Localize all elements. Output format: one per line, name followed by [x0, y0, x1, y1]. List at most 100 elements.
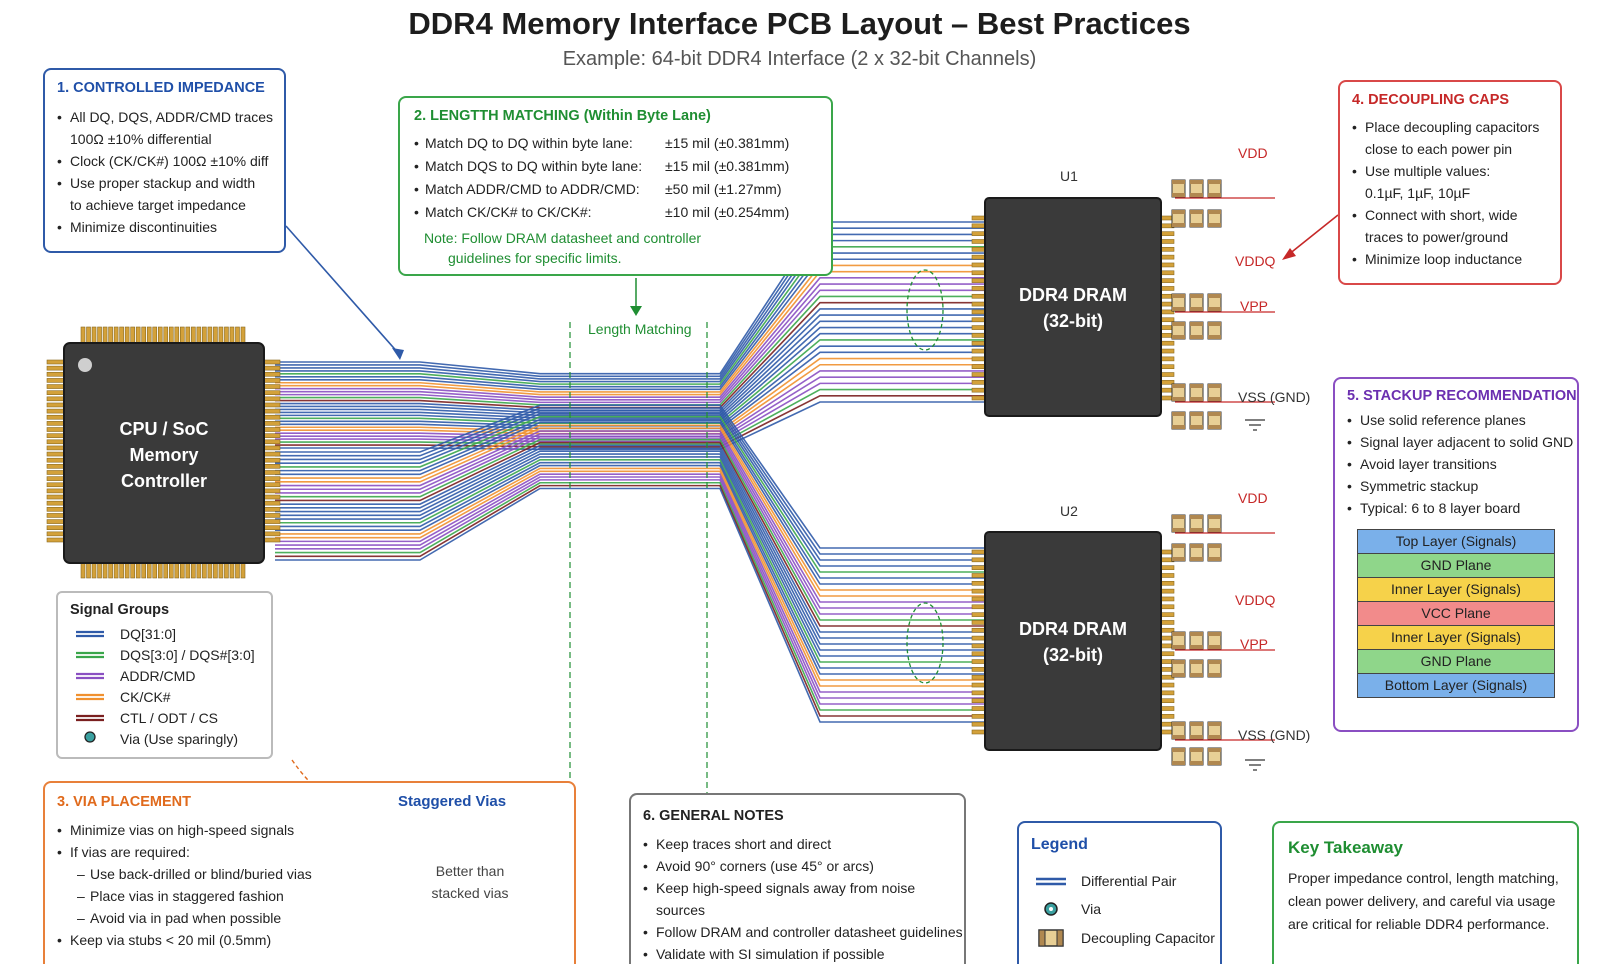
chip-pin: [46, 427, 66, 432]
dram1-label-line1: DDR4 DRAM: [1019, 285, 1127, 305]
cap-terminal: [1190, 180, 1203, 184]
dram2-label: DDR4 DRAM (32-bit): [985, 616, 1161, 668]
cap-terminal: [1208, 210, 1221, 214]
cap-terminal: [1190, 397, 1203, 401]
chip-pin: [971, 380, 987, 385]
trace-dq: [275, 314, 988, 414]
chip-pin: [46, 365, 66, 371]
via-placement-item: If vias are required:: [57, 841, 312, 863]
chip-pin: [146, 326, 152, 344]
cap-terminal: [1172, 412, 1185, 416]
cap-terminal: [1172, 544, 1185, 548]
trace-ck: [275, 427, 988, 597]
trace-addr: [275, 476, 988, 699]
length-matching-box: 2. LENGTTH MATCHING (Within Byte Lane) M…: [398, 96, 833, 276]
cap-terminal: [1172, 632, 1185, 636]
trace-dq: [275, 444, 988, 633]
chip-pin: [1159, 270, 1175, 276]
signal-group-label: Via (Use sparingly): [120, 730, 239, 747]
chip-pin: [971, 317, 987, 323]
trace-swatch-icon: [74, 626, 106, 642]
vddq-label-2: VDDQ: [1235, 592, 1276, 608]
chip-pin: [163, 326, 169, 344]
chip-pin: [971, 215, 987, 221]
chip-pin: [46, 488, 66, 494]
stackup-layer: VCC Plane: [1357, 602, 1555, 626]
cap-terminal: [1172, 528, 1185, 532]
general-notes-item: Validate with SI simulation if possible: [643, 943, 964, 965]
staggered-vias-title: Staggered Vias: [398, 793, 507, 810]
chip-pin: [971, 706, 987, 711]
stackup-layer: Inner Layer (Signals): [1357, 626, 1555, 650]
chip-pin: [97, 561, 102, 579]
stackup-layer: GND Plane: [1357, 650, 1555, 674]
cap-terminal: [1190, 412, 1203, 416]
chip-pin: [971, 620, 987, 625]
trace-dqs: [275, 438, 988, 621]
via-placement-item: Minimize vias on high-speed signals: [57, 819, 312, 841]
cap-terminal: [1208, 307, 1221, 311]
chip-pin: [168, 561, 174, 579]
chip-pin: [1159, 254, 1175, 260]
chip-pin: [971, 286, 987, 291]
chip-pin: [196, 326, 202, 344]
chip-pin: [46, 457, 66, 463]
cap-terminal: [1190, 294, 1203, 298]
trace-dq: [275, 320, 988, 417]
chip-pin: [46, 451, 66, 457]
trace-dqs: [275, 481, 988, 711]
stackup-item: Symmetric stackup: [1347, 475, 1573, 497]
chip-pin: [224, 561, 229, 579]
legend-label-diff-pair: Differential Pair: [1081, 873, 1177, 889]
chip-pin: [46, 494, 66, 500]
chip-pin: [46, 378, 66, 383]
chip-pin: [46, 507, 66, 512]
legend-label-capacitor: Decoupling Capacitor: [1081, 930, 1215, 946]
chip-pin: [971, 651, 987, 657]
chip-pin: [971, 364, 987, 369]
signal-groups-title: Signal Groups: [70, 602, 170, 618]
key-line2: clean power delivery, and careful via us…: [1288, 893, 1556, 909]
cap-terminal: [1208, 515, 1221, 519]
chip-pin: [1159, 340, 1175, 346]
chip-pin: [971, 231, 987, 236]
cap-terminal: [1190, 223, 1203, 227]
cpu-label-line2: Memory: [129, 445, 199, 465]
diff-pair-ellipse: [906, 602, 944, 684]
legend-item-via: Via: [1035, 901, 1101, 917]
length-matching-title: 2. LENGTTH MATCHING (Within Byte Lane): [414, 108, 711, 124]
decoupling-caps-box: 4. DECOUPLING CAPS Place decoupling capa…: [1338, 80, 1562, 285]
chip-pin: [46, 537, 66, 543]
chip-pin: [185, 326, 191, 344]
chip-pin: [213, 326, 218, 344]
cap-terminal: [1190, 748, 1203, 752]
decoupling-item: Minimize loop inductance: [1352, 248, 1539, 270]
length-matching-row-value: ±50 mil (±1.27mm): [665, 181, 782, 197]
dram1-ref: U1: [1060, 168, 1078, 184]
vdd-label-1: VDD: [1238, 145, 1268, 161]
length-matching-row: Match ADDR/CMD to ADDR/CMD:±50 mil (±1.2…: [414, 178, 789, 201]
cap-terminal: [1208, 632, 1221, 636]
better-line1: Better than: [435, 863, 505, 879]
cap-terminal: [1172, 210, 1185, 214]
decap-arrow-head: [1282, 248, 1296, 260]
trace-dq: [275, 332, 988, 422]
chip-pin: [102, 561, 108, 579]
cap-terminal: [1208, 384, 1221, 388]
chip-pin: [185, 561, 191, 579]
chip-pin: [1159, 596, 1175, 602]
chip-pin: [1159, 286, 1175, 291]
cap-terminal: [1190, 632, 1203, 636]
trace-ctl: [275, 441, 988, 627]
cpu-label-line3: Controller: [120, 471, 207, 491]
cap-terminal: [1208, 735, 1221, 739]
chip-pin: [146, 561, 152, 579]
chip-pin: [1159, 612, 1175, 617]
chip-pin: [80, 326, 86, 344]
trace-dqs: [275, 388, 988, 445]
chip-pin: [971, 612, 987, 617]
cap-terminal: [1190, 722, 1203, 726]
cap-terminal: [1190, 335, 1203, 339]
length-matching-row-label: Match CK/CK# to CK/CK#:: [414, 201, 665, 224]
chip-pin: [971, 395, 987, 401]
